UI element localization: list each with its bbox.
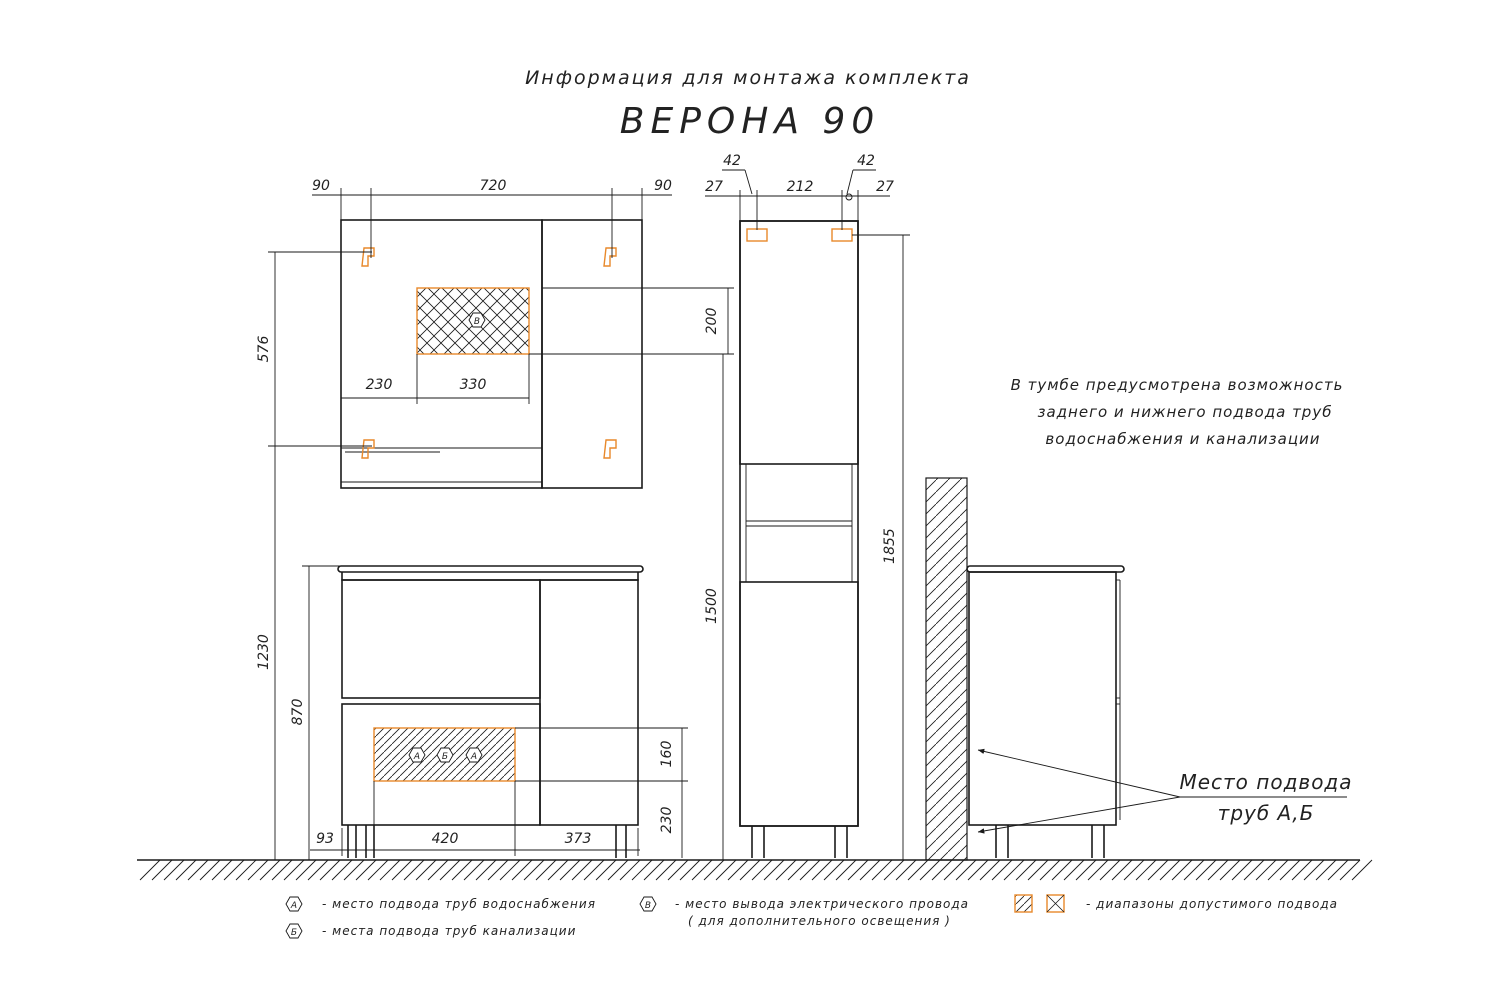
vanity-unit: А Б А [337, 565, 644, 858]
dim-230: 230 [366, 377, 393, 393]
dim-160: 160 [659, 741, 675, 768]
legend-a-text: - место подвода труб водоснабжения [322, 897, 596, 911]
marker-a-label: А [413, 752, 420, 762]
mirror-inner-dimensions: 230 330 [341, 354, 530, 404]
marker-v-label: В [474, 317, 480, 327]
mirror-top-dimensions: 90 720 90 [312, 178, 672, 258]
bracket-icon [361, 247, 617, 459]
dim-42-left: 42 [723, 153, 741, 169]
dim-1500: 1500 [704, 588, 720, 624]
marker-a2-label: А [470, 752, 477, 762]
dim-200: 200 [704, 308, 720, 335]
dim-27-left: 27 [705, 179, 723, 195]
callout-line-2: труб А,Б [1218, 801, 1315, 825]
floor [137, 859, 1373, 881]
note-line-3: водоснабжения и канализации [1045, 430, 1320, 448]
legend-ranges-text: - диапазоны допустимого подвода [1086, 897, 1338, 911]
dim-420: 420 [432, 831, 459, 847]
vanity-zone-dimensions: 160 230 [515, 727, 688, 858]
cabinet-vertical-dimensions: 1500 1855 [704, 234, 910, 860]
dim-mirror-center: 720 [480, 178, 507, 194]
dim-1855: 1855 [882, 528, 898, 564]
legend-marker-b [285, 923, 303, 939]
legend-marker-v [639, 896, 657, 912]
dim-mirror-right: 90 [654, 178, 672, 194]
installation-note: В тумбе предусмотрена возможность заднег… [1011, 376, 1344, 448]
zone-v-dimension: 200 [529, 287, 734, 355]
mirror-cabinet: В [340, 219, 643, 489]
wall-hatch [925, 477, 968, 861]
dim-576: 576 [256, 336, 272, 363]
bracket-icon [746, 228, 853, 242]
dim-93: 93 [316, 831, 334, 847]
subtitle: Информация для монтажа комплекта [525, 67, 971, 89]
left-vertical-dimensions: 576 1230 870 [256, 251, 372, 860]
markers-ab: А Б А [408, 747, 483, 763]
dim-42-right: 42 [857, 153, 875, 169]
tall-cabinet [739, 220, 859, 858]
dim-1230: 1230 [256, 634, 272, 670]
dim-870: 870 [290, 699, 306, 726]
legend-v-text-1: - место вывода электрического провода [675, 897, 969, 911]
dim-230-vert: 230 [659, 807, 675, 834]
cabinet-top-dimensions: 42 42 27 212 27 [705, 153, 894, 230]
page-title: ВЕРОНА 90 [620, 101, 880, 142]
dim-27-right: 27 [876, 179, 894, 195]
callout-line-1: Место подвода [1179, 770, 1352, 794]
marker-v [468, 312, 486, 328]
legend-marker-v-label: В [645, 901, 651, 911]
legend-marker-a-label: А [290, 901, 297, 911]
legend-hatch-swatch [1014, 894, 1033, 913]
legend-marker-b-label: Б [291, 928, 297, 938]
side-view [925, 477, 1125, 861]
dim-330: 330 [460, 377, 487, 393]
note-line-2: заднего и нижнего подвода труб [1038, 403, 1333, 421]
pipe-callout: Место подвода труб А,Б [977, 748, 1352, 834]
legend-v-text-2: ( для дополнительного освещения ) [688, 914, 951, 928]
marker-b-label: Б [442, 752, 448, 762]
dim-212: 212 [787, 179, 814, 195]
vanity-bottom-dimensions: 93 420 373 [310, 781, 640, 856]
legend-marker-a [285, 896, 303, 912]
dim-373: 373 [565, 831, 592, 847]
legend-b-text: - места подвода труб канализации [322, 924, 576, 938]
legend: А - место подвода труб водоснабжения Б -… [285, 894, 1338, 939]
note-line-1: В тумбе предусмотрена возможность [1011, 376, 1344, 394]
dim-mirror-left: 90 [312, 178, 330, 194]
